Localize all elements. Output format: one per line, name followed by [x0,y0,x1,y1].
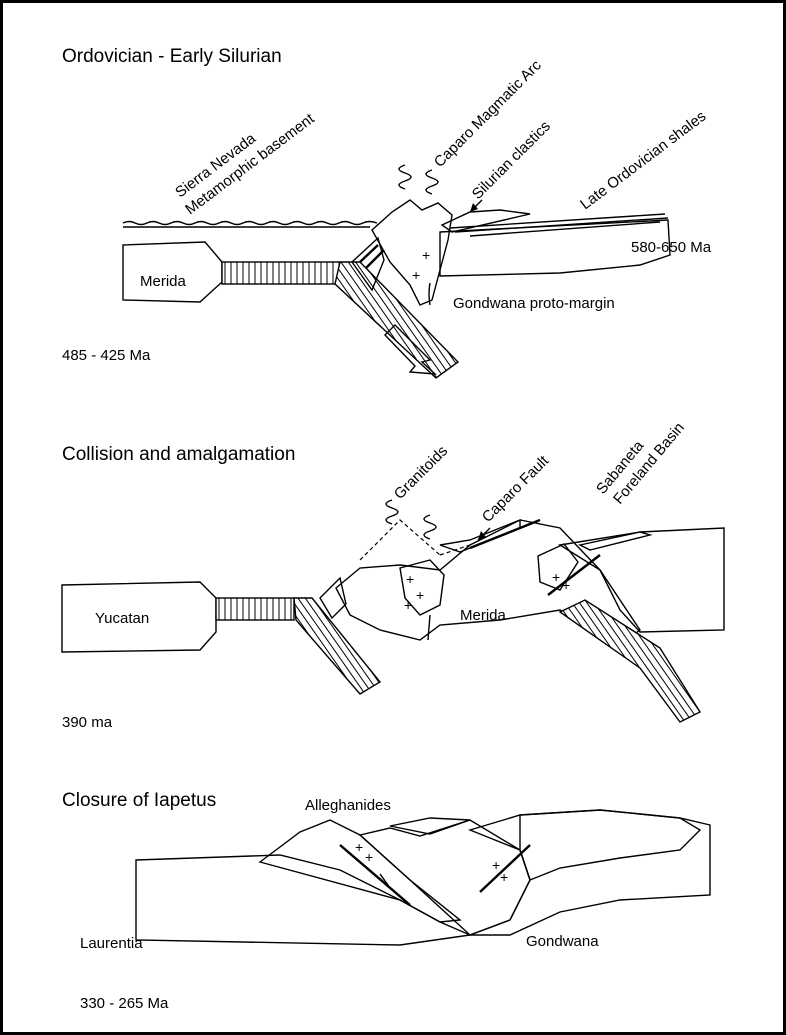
merida-block [123,242,222,302]
svg-text:+: + [406,571,414,587]
label-merida: Merida [460,607,507,624]
label-laurentia: Laurentia [80,935,143,952]
label-merida: Merida [140,273,187,290]
oceanic-slab [222,262,340,284]
panel-title: Ordovician - Early Silurian [62,46,282,67]
eroded-arc-outline [360,520,470,560]
label-yucatan: Yucatan [95,610,149,627]
panel-title: Closure of Iapetus [62,790,216,811]
sea-surface [123,222,377,225]
panel-iapetus: Closure of Iapetus + + + + Alleghanides … [62,790,710,1012]
magma-squiggle [424,515,436,539]
label-caparo-fault: Caparo Fault [479,452,553,526]
svg-text:+: + [552,569,560,585]
panel-age: 330 - 265 Ma [80,995,169,1012]
panel-age: 390 ma [62,714,113,731]
panel-title: Collision and amalgamation [62,444,295,465]
label-gondwana: Gondwana [526,933,599,950]
basin-clastics [580,532,650,550]
magma-squiggle [426,170,438,194]
magma-squiggle [399,165,411,189]
svg-text:+: + [422,247,430,263]
magma-squiggle [386,500,398,524]
label-alleghanides: Alleghanides [305,797,391,814]
svg-text:+: + [492,857,500,873]
svg-text:+: + [365,849,373,865]
laurentia-block [136,855,470,945]
svg-text:+: + [355,839,363,855]
label-late-ordovician: Late Ordovician shales [577,108,709,213]
svg-text:+: + [416,587,424,603]
panel-ordovician: Ordovician - Early Silurian + + [62,46,712,378]
oceanic-slab [216,598,294,620]
panel-collision: Collision and amalgamation + + + + + [62,419,724,731]
label-gondwana-margin: Gondwana proto-margin [453,295,615,312]
silurian-clastics-wedge [442,210,530,232]
svg-text:+: + [404,597,412,613]
gondwana-folded-cover [520,810,700,880]
descending-slab [335,262,458,378]
label-580-650: 580-650 Ma [631,239,712,256]
svg-text:+: + [412,267,420,283]
gondwana-slab [560,600,700,722]
panel-age: 485 - 425 Ma [62,347,151,364]
label-granitoids: Granitoids [391,442,451,502]
